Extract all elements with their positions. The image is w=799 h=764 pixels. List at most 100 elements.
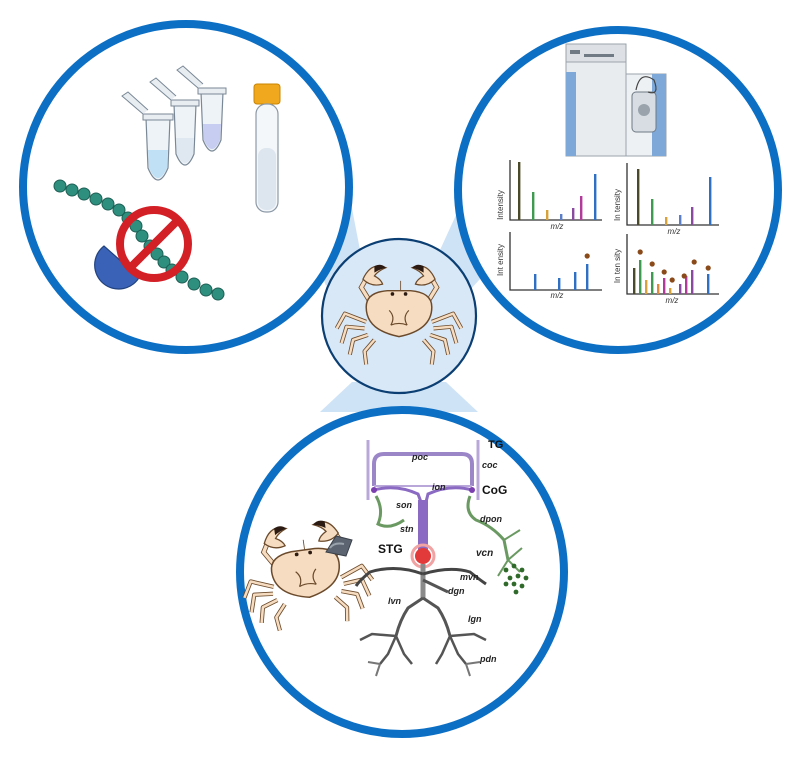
spectrum-peak — [518, 162, 521, 220]
crab-shell-marking — [388, 309, 410, 326]
crab-leg — [275, 603, 286, 631]
stn-label: stn — [400, 524, 414, 534]
spectrum-peak — [651, 199, 654, 225]
spectrum-plot-icon: In ten sity m/z — [613, 249, 678, 305]
spectrum-b-ylabel: In tensity — [613, 189, 622, 221]
crab-leg — [243, 580, 275, 599]
bead-icon — [199, 283, 213, 297]
spectrum-c-ylabel: Int ensity — [496, 244, 505, 276]
crab-leg — [250, 592, 274, 613]
neuro-panel: TG poc coc ion CoG son dpon stn STG vcn … — [236, 406, 568, 738]
connector-to-neuro — [320, 382, 478, 412]
crab-leg — [334, 596, 349, 622]
peptide-chain-icon — [53, 179, 225, 301]
spectrum-peak — [572, 208, 575, 220]
sensory-cell — [503, 581, 509, 587]
cog-label: CoG — [482, 483, 507, 497]
lgn-label: lgn — [468, 614, 482, 624]
microtube-icon — [149, 77, 200, 166]
coc-label: coc — [482, 460, 498, 470]
bead-icon — [157, 255, 171, 269]
spectrum-peak — [580, 196, 583, 220]
crab-leg — [433, 325, 458, 344]
spectrum-peak-marker — [637, 249, 643, 255]
spectrum-peak-marker — [584, 253, 590, 259]
ion-label: ion — [432, 482, 446, 492]
spectrum-peak — [594, 174, 597, 220]
crab-leg — [341, 589, 364, 610]
mvn-label: mvn — [460, 572, 479, 582]
spectrum-b-xlabel: m/z — [668, 227, 681, 236]
bead-icon — [129, 219, 143, 233]
bead-icon — [65, 183, 79, 197]
spectrum-a-xlabel: m/z — [551, 222, 564, 231]
crab-eye — [308, 550, 313, 555]
spectrum-peak-marker — [705, 265, 711, 271]
dpon-label: dpon — [480, 514, 502, 524]
spectrum-peak-marker — [669, 277, 675, 283]
mass-spec-panel: Intensity m/z In tensity m/z Int ensity … — [454, 26, 782, 354]
conical-tube-icon — [253, 83, 281, 213]
crab-claw-tip — [274, 526, 287, 536]
spectrum-peak — [558, 278, 561, 290]
stomatogastric-nervous-system-icon: TG poc coc ion CoG son dpon stn STG vcn … — [354, 439, 529, 677]
spectrum-peak — [560, 214, 563, 220]
spectrum-peak-marker — [691, 259, 697, 265]
spectrum-peak — [645, 280, 648, 294]
crab-claw-tip — [412, 264, 424, 273]
spectrum-peak — [679, 215, 682, 225]
crab-claw-tip — [374, 264, 386, 273]
spectrum-axis — [509, 160, 602, 221]
spectrum-peak — [665, 217, 668, 225]
bead-icon — [112, 203, 126, 217]
spectrum-peak — [534, 274, 537, 290]
no-sign-icon — [116, 206, 192, 282]
crab-eye — [403, 292, 408, 296]
sensory-cells-icon — [503, 563, 529, 595]
crab-leg — [260, 598, 278, 623]
spectrum-peak — [633, 268, 636, 294]
crab-claw-tip — [313, 520, 326, 529]
spectrum-peak — [679, 284, 682, 294]
bead-icon — [53, 179, 67, 193]
spectrum-peak — [691, 207, 694, 225]
spectrum-plot-icon: Int ensity m/z — [496, 244, 563, 300]
son-label: son — [396, 500, 413, 510]
sensory-cell — [511, 563, 517, 569]
crab-icon — [334, 264, 464, 365]
bead-icon — [187, 277, 201, 291]
bead-icon — [175, 270, 189, 284]
crab-antenna — [302, 539, 306, 550]
electrode-icon — [325, 535, 353, 557]
spectrum-c-xlabel: m/z — [551, 291, 564, 300]
crab-leg — [429, 333, 450, 355]
bead-icon — [135, 229, 149, 243]
microtube-icon — [121, 91, 174, 181]
spectrum-d-ylabel: In ten sity — [613, 249, 622, 283]
sensory-cell — [523, 575, 529, 581]
crab-shell — [365, 289, 433, 338]
spectrum-peak — [546, 210, 549, 220]
crab-leg — [340, 325, 365, 344]
dgn-label: dgn — [448, 586, 465, 596]
crab-leg — [340, 564, 374, 581]
spectrum-peak-marker — [649, 261, 655, 267]
spectrum-peak — [709, 177, 712, 225]
microtube-icon — [176, 65, 227, 152]
sensory-cell — [503, 567, 509, 573]
spectrum-peak — [586, 264, 589, 290]
spectrum-peak — [639, 260, 642, 294]
crab-eye — [390, 292, 395, 296]
spectrum-peak — [669, 288, 672, 294]
spectrum-peak — [663, 278, 666, 294]
spectrum-peak — [691, 270, 694, 294]
pdn-label: pdn — [479, 654, 497, 664]
sensory-cell — [511, 581, 517, 587]
sensory-cell — [519, 567, 525, 573]
crab-leg — [422, 339, 435, 365]
spectrum-axis — [626, 234, 719, 295]
spectrum-plot-icon: Intensity m/z — [496, 190, 563, 231]
spectrum-peak — [637, 169, 640, 225]
spectrum-peak — [651, 272, 654, 294]
